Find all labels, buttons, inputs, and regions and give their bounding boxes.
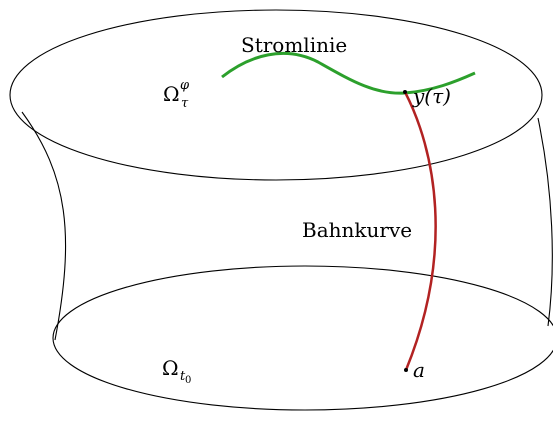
streamline-label: Stromlinie (241, 33, 347, 57)
point-a (404, 368, 408, 372)
omega-tau-sup: φ (180, 78, 190, 93)
right-side-curve (537, 117, 553, 327)
point-y-tau (403, 90, 407, 94)
omega-t0-label: Ω t 0 (162, 356, 191, 386)
left-side-curve (21, 111, 67, 341)
a-label: a (413, 358, 425, 382)
trajectory-label: Bahnkurve (302, 218, 412, 242)
omega-tau-label: Ω φ τ (163, 78, 190, 111)
omega-t0-sub: t (180, 369, 186, 384)
streamline-curve (221, 51, 476, 95)
omega-tau-base: Ω (163, 82, 180, 106)
bottom-ellipse (52, 265, 553, 411)
y-tau-label: y(τ) (412, 84, 451, 108)
omega-tau-sub: τ (181, 96, 189, 111)
trajectory-curve (403, 91, 437, 371)
top-ellipse (9, 9, 543, 181)
omega-t0-subsub: 0 (185, 375, 191, 386)
omega-t0-base: Ω (162, 356, 179, 380)
